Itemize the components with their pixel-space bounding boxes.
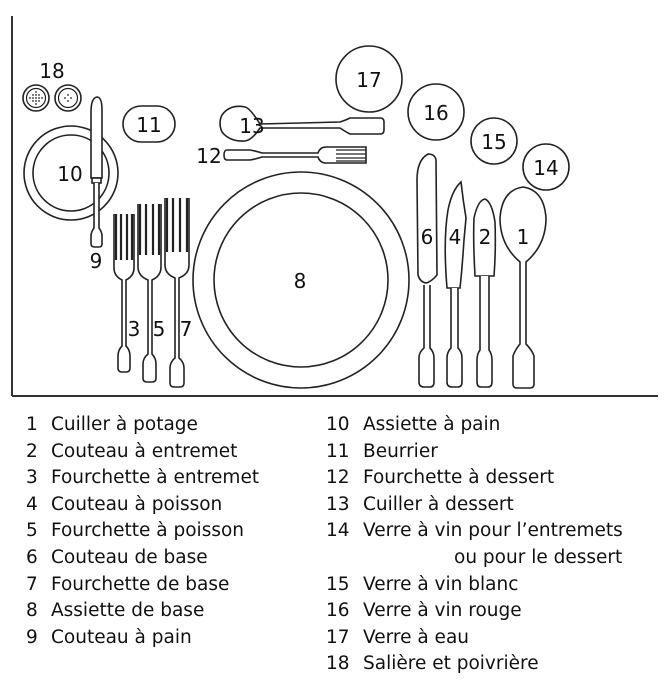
legend-label: Fourchette de base	[51, 573, 230, 595]
legend-number: 6	[26, 546, 38, 568]
fish-knife: 4	[444, 180, 467, 388]
legend-item: 10 Assiette à pain	[326, 412, 623, 439]
legend-label: Assiette à pain	[363, 414, 501, 435]
legend-item: 8 Assiette de base	[26, 598, 259, 625]
label-7: 7	[180, 317, 193, 341]
legend-item: 15 Verre à vin blanc	[326, 572, 623, 599]
legend-label: Couteau à poisson	[51, 493, 223, 515]
legend-item-continuation: ou pour le dessert	[326, 545, 623, 572]
label-17: 17	[356, 68, 381, 92]
label-15: 15	[481, 130, 506, 154]
legend-right-column: 10 Assiette à pain 11 Beurrier 12 Fourchett…	[326, 412, 623, 678]
legend-label: Fourchette à poisson	[51, 520, 245, 542]
legend-number: 1	[26, 414, 38, 435]
legend-number: 2	[26, 440, 38, 462]
label-13: 13	[239, 114, 264, 138]
legend-item: 1 Cuiller à potage	[26, 412, 259, 439]
legend-number: 11	[326, 440, 350, 462]
main-fork: 7	[164, 198, 193, 388]
legend-label: Couteau à entremet	[51, 440, 238, 462]
legend-label: Verre à vin blanc	[363, 573, 519, 595]
legend-item: 3 Fourchette à entremet	[26, 465, 259, 492]
salt-shaker-icon	[22, 84, 50, 112]
label-6: 6	[421, 225, 434, 249]
label-18: 18	[39, 59, 64, 83]
bread-plate: 10	[23, 125, 119, 221]
label-8: 8	[294, 269, 307, 293]
dessert-fork: 12	[196, 144, 367, 168]
legend-number: 5	[26, 520, 38, 542]
legend-number: 15	[326, 573, 350, 595]
legend-item: 5 Fourchette à poisson	[26, 518, 259, 545]
legend-item: 6 Couteau de base	[26, 545, 259, 572]
legend-number: 3	[26, 467, 38, 489]
legend-item: 13 Cuiller à dessert	[326, 492, 623, 519]
legend-number: 10	[326, 414, 350, 435]
legend-number: 8	[26, 600, 38, 622]
label-4: 4	[449, 225, 462, 249]
dinner-plate: 8	[192, 171, 410, 389]
legend-item: 7 Fourchette de base	[26, 572, 259, 599]
legend-item: 14 Verre à vin pour l’entremets	[326, 518, 623, 545]
dessert-spoon: 13	[219, 105, 385, 142]
legend-number: 18	[326, 653, 350, 675]
fish-fork: 5	[137, 204, 166, 383]
legend-label: Verre à vin pour l’entremets	[363, 520, 623, 542]
label-5: 5	[153, 317, 166, 341]
legend-label: Assiette de base	[51, 600, 205, 622]
main-knife: 6	[416, 153, 438, 388]
soup-spoon: 1	[499, 186, 547, 389]
legend-number: 7	[26, 573, 38, 595]
legend-label: Beurrier	[363, 440, 438, 462]
label-9: 9	[90, 249, 103, 273]
legend-number: 4	[26, 493, 38, 515]
bread-knife: 9	[90, 96, 103, 273]
water-glass: 17	[335, 45, 403, 113]
legend-label: Couteau à pain	[51, 626, 192, 648]
legend-item: 11 Beurrier	[326, 439, 623, 466]
legend-label: Fourchette à entremet	[51, 467, 260, 489]
red-wine-glass: 16	[407, 83, 465, 141]
butter-dish: 11	[122, 105, 176, 143]
legend-item: 12 Fourchette à dessert	[326, 465, 623, 492]
salt-pepper-shakers: 18	[22, 59, 82, 112]
table-setting-svg: 18 10 9 11 13 12 17	[11, 16, 658, 397]
legend-number: 13	[326, 493, 350, 515]
legend-item: 2 Couteau à entremet	[26, 439, 259, 466]
legend-label: Cuiller à potage	[51, 414, 198, 435]
legend-item: 16 Verre à vin rouge	[326, 598, 623, 625]
legend-label-continuation: ou pour le dessert	[454, 546, 623, 568]
legend-item: 4 Couteau à poisson	[26, 492, 259, 519]
legend-number: 17	[326, 626, 350, 648]
legend-label: Verre à vin rouge	[363, 600, 522, 622]
legend-label: Salière et poivrière	[363, 653, 539, 675]
label-12: 12	[196, 144, 221, 168]
table-setting-diagram: 18 10 9 11 13 12 17	[11, 16, 658, 397]
label-14: 14	[533, 156, 558, 180]
legend-label: Couteau de base	[51, 546, 208, 568]
entremet-knife: 2	[472, 198, 497, 388]
legend-label: Verre à eau	[363, 626, 470, 648]
legend-number: 9	[26, 626, 38, 648]
label-2: 2	[479, 225, 492, 249]
label-16: 16	[423, 101, 448, 125]
legend-item: 18 Salière et poivrière	[326, 651, 623, 678]
white-wine-glass: 15	[470, 117, 518, 165]
legend-item: 9 Couteau à pain	[26, 625, 259, 652]
legend-number: 14	[326, 520, 350, 542]
legend-label: Cuiller à dessert	[363, 493, 514, 515]
pepper-shaker-icon	[54, 84, 82, 112]
legend-label: Fourchette à dessert	[363, 467, 555, 489]
entremet-fork: 3	[113, 214, 141, 373]
label-11: 11	[136, 113, 161, 137]
label-1: 1	[517, 225, 530, 249]
label-3: 3	[128, 317, 141, 341]
legend-item: 17 Verre à eau	[326, 625, 623, 652]
legend-number: 16	[326, 600, 350, 622]
legend-number: 12	[326, 467, 350, 489]
dessert-wine-glass: 14	[522, 143, 570, 191]
label-10: 10	[57, 162, 82, 186]
